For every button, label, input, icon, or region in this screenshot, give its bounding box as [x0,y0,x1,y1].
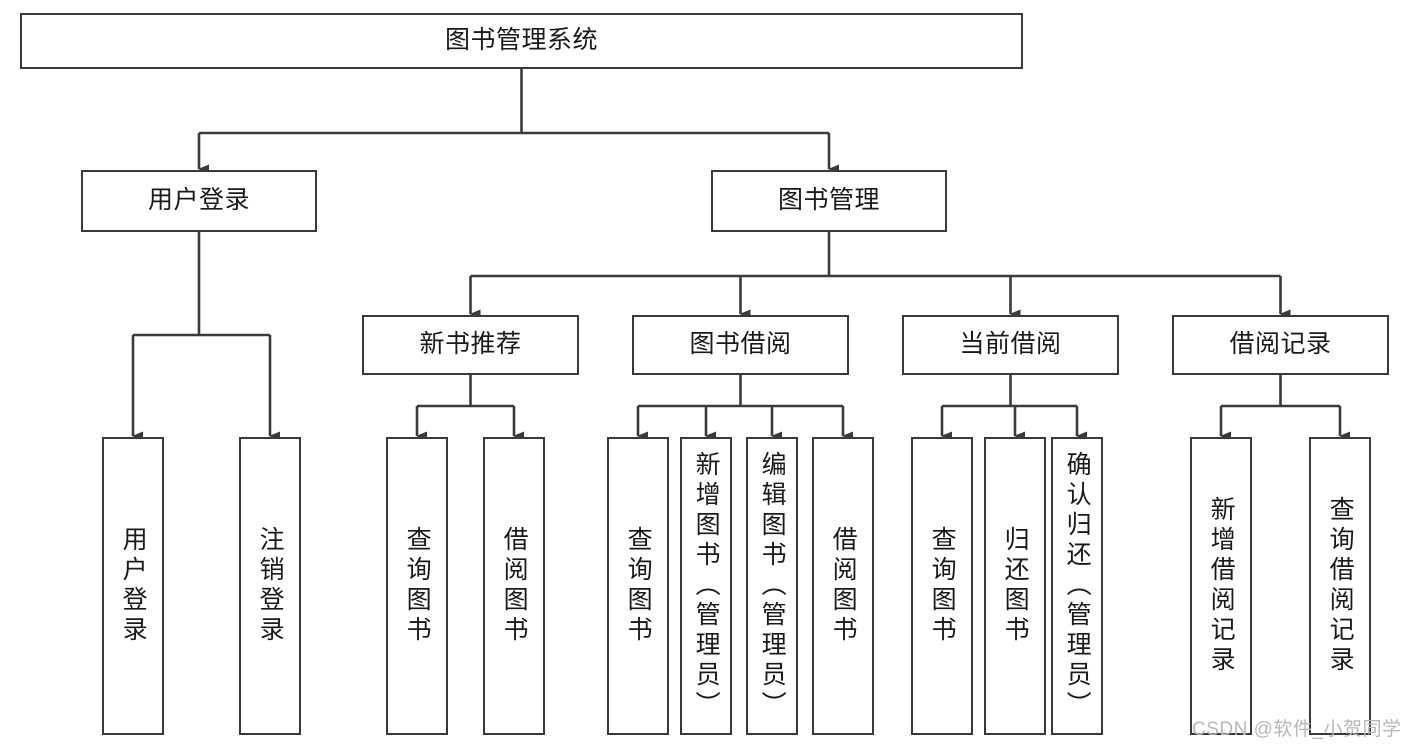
node-label: 确认归还（管理员） [1063,451,1092,721]
node-label: 查询借阅记录 [1326,496,1355,676]
node-label: 新增图书（管理员） [692,451,721,721]
leaf-leaf-confirm-return[interactable]: 确认归还（管理员） [1051,437,1103,735]
leaf-leaf-user-login[interactable]: 用户登录 [102,437,164,735]
node-label: 归还图书 [1001,526,1030,646]
node-label: 图书管理系统 [444,26,598,55]
node-book-manage[interactable]: 图书管理 [711,170,947,232]
leaf-leaf-borrow-book-2[interactable]: 借阅图书 [812,437,874,735]
node-label: 查询图书 [403,526,432,646]
node-book-borrow[interactable]: 图书借阅 [632,315,849,375]
node-label: 借阅图书 [500,526,529,646]
node-label: 查询图书 [928,526,957,646]
node-root[interactable]: 图书管理系统 [20,13,1023,69]
leaf-leaf-logout[interactable]: 注销登录 [239,437,301,735]
node-label: 用户登录 [147,186,250,215]
node-label: 图书借阅 [689,330,792,359]
node-user-login[interactable]: 用户登录 [81,170,317,232]
node-label: 用户登录 [119,526,148,646]
node-label: 图书管理 [777,186,880,215]
leaf-leaf-add-book[interactable]: 新增图书（管理员） [680,437,732,735]
node-label: 新书推荐 [419,330,522,359]
node-label: 借阅图书 [829,526,858,646]
leaf-leaf-edit-book[interactable]: 编辑图书（管理员） [746,437,798,735]
leaf-leaf-query-book-1[interactable]: 查询图书 [386,437,448,735]
node-label: 查询图书 [624,526,653,646]
node-label: 当前借阅 [959,330,1062,359]
node-new-book-recommend[interactable]: 新书推荐 [362,315,579,375]
node-label: 借阅记录 [1229,330,1332,359]
node-label: 编辑图书（管理员） [758,451,787,721]
node-borrow-record[interactable]: 借阅记录 [1172,315,1389,375]
leaf-leaf-query-record[interactable]: 查询借阅记录 [1309,437,1371,735]
leaf-leaf-add-record[interactable]: 新增借阅记录 [1190,437,1252,735]
node-label: 注销登录 [256,526,285,646]
leaf-leaf-query-book-3[interactable]: 查询图书 [911,437,973,735]
leaf-leaf-borrow-book-1[interactable]: 借阅图书 [483,437,545,735]
leaf-leaf-query-book-2[interactable]: 查询图书 [607,437,669,735]
node-current-borrow[interactable]: 当前借阅 [902,315,1119,375]
leaf-leaf-return-book[interactable]: 归还图书 [984,437,1046,735]
node-label: 新增借阅记录 [1207,496,1236,676]
